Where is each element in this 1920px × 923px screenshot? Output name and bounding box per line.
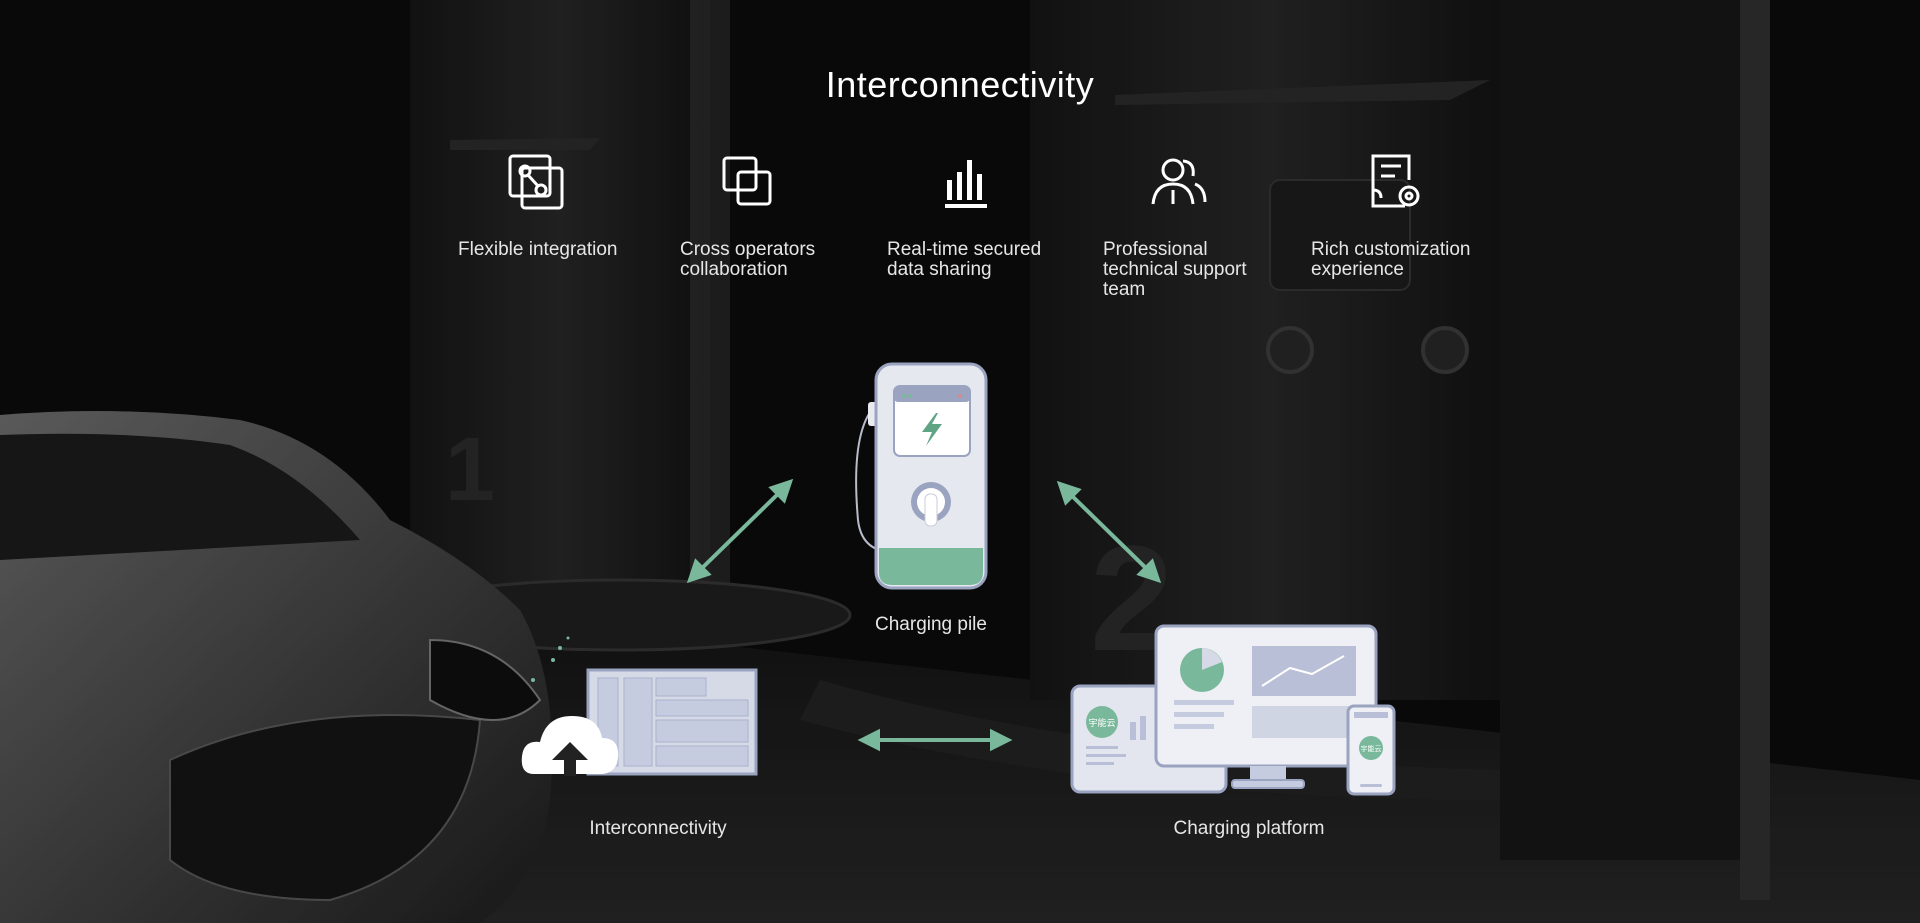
interconnectivity-node-label: Interconnectivity (589, 818, 727, 839)
phone-brand-badge: 宇能云 (1361, 744, 1382, 753)
charging-pile-label: Charging pile (875, 614, 987, 635)
arrow-pile-to-platform (1056, 480, 1162, 584)
arrow-pile-to-cloud (686, 478, 794, 584)
charging-pile-icon (855, 362, 988, 590)
bar-chart-icon (945, 160, 987, 208)
page-title: Interconnectivity (825, 64, 1095, 105)
feature-label: Cross operators collaboration (680, 239, 816, 280)
overlap-squares-icon (722, 156, 772, 206)
charging-platform-icon: 宇能云 宇能云 (1070, 624, 1396, 796)
svg-text:1: 1 (445, 420, 495, 520)
tablet-brand-badge: 宇能云 (1088, 717, 1115, 728)
cloud-dashboard-icon (521, 636, 758, 776)
integration-icon (508, 154, 564, 210)
feature-label: Professional technical support team (1103, 239, 1247, 300)
charging-platform-label: Charging platform (1173, 818, 1325, 839)
feature-label: Real-time secured data sharing (887, 239, 1042, 280)
arrow-cloud-to-platform (857, 728, 1013, 752)
document-gear-icon (1371, 154, 1420, 208)
feature-label: Flexible integration (458, 239, 618, 260)
team-icon (1151, 158, 1207, 205)
feature-label: Rich customization experience (1311, 239, 1471, 280)
